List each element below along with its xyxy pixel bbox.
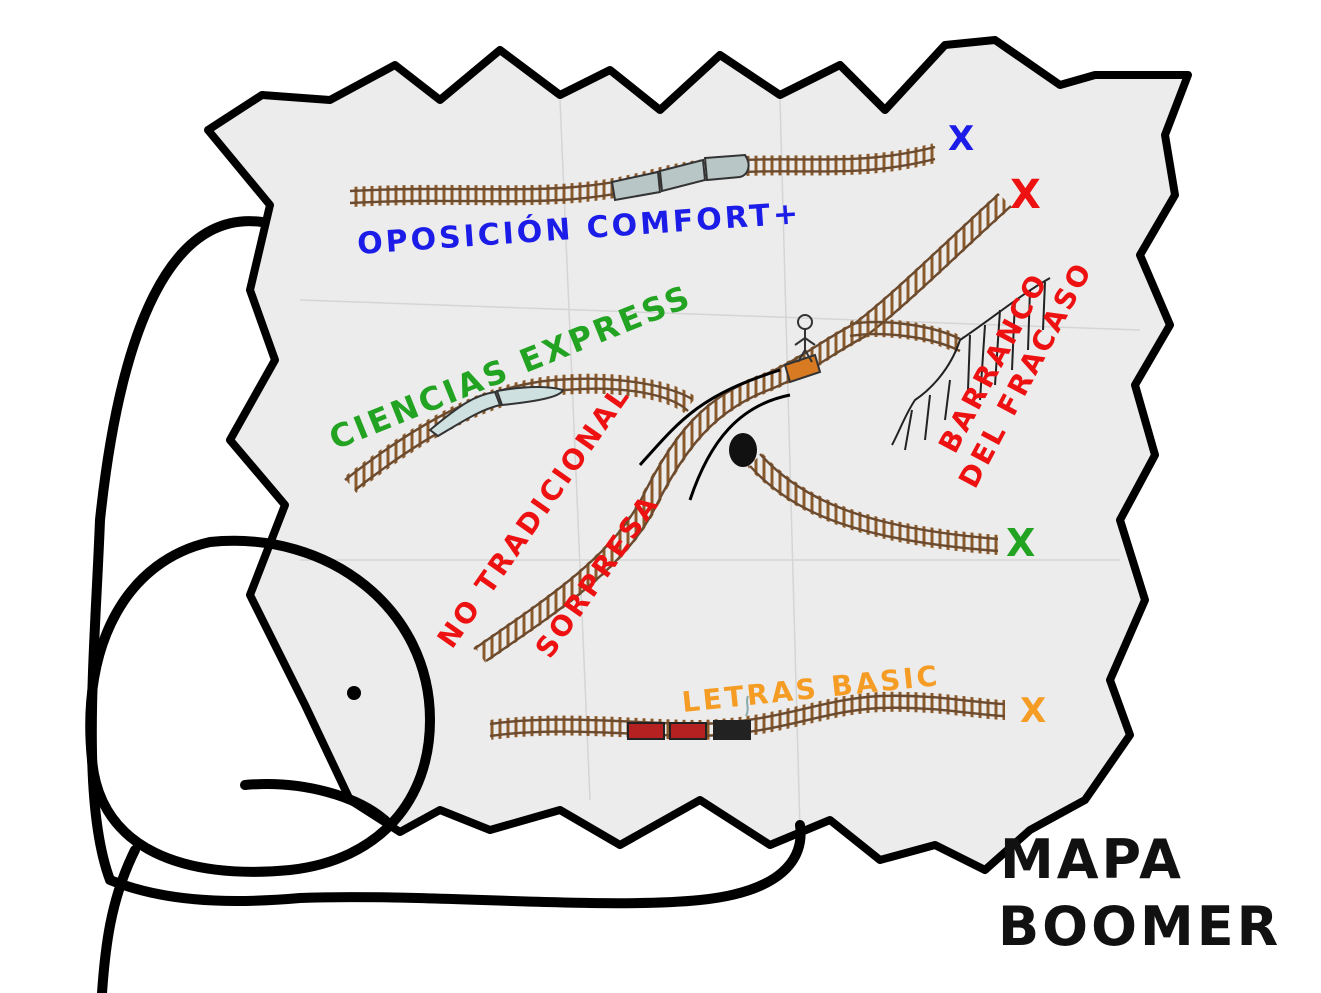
title-line-2: BOOMER bbox=[998, 895, 1281, 958]
train-icon bbox=[627, 695, 751, 740]
valley-edge bbox=[688, 393, 791, 501]
track-letras bbox=[488, 691, 1006, 741]
track-tunnel bbox=[747, 453, 999, 555]
tunnel-icon bbox=[729, 433, 757, 467]
destination-marker-red: X bbox=[1010, 172, 1044, 218]
stick-person bbox=[85, 216, 806, 993]
valley-edge bbox=[638, 368, 781, 466]
destination-marker-blue: X bbox=[948, 119, 977, 159]
stick-figure-icon bbox=[783, 314, 822, 384]
cliff-icon bbox=[891, 277, 1051, 451]
train-icon bbox=[610, 153, 750, 202]
destination-marker-green: X bbox=[1006, 521, 1038, 565]
track-branch-cliff bbox=[848, 319, 965, 354]
title-line-1: MAPA bbox=[1000, 828, 1184, 891]
destination-marker-orange: X bbox=[1020, 691, 1049, 731]
train-icon bbox=[428, 386, 565, 438]
eye bbox=[347, 686, 361, 700]
